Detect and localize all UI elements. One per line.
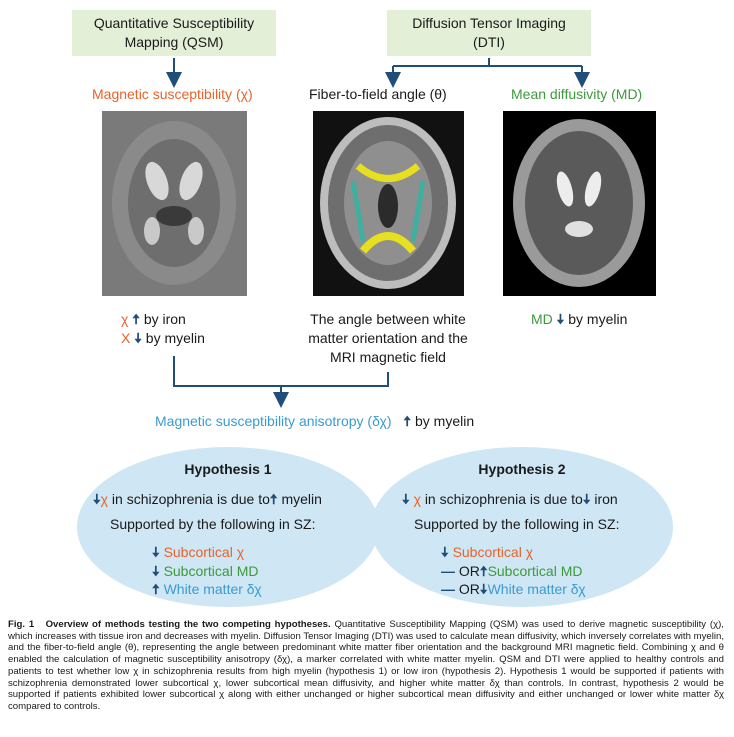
arrow-down-icon: 🠇 — [556, 311, 565, 327]
hypothesis-1-statement: 🠇χ in schizophrenia is due to🠅 myelin — [93, 490, 322, 508]
h2-chi: χ — [413, 491, 421, 507]
qsm-label: Magnetic susceptibility (χ) — [92, 86, 253, 102]
arrow-up-icon: 🠅 — [269, 491, 278, 507]
h2-item-1-text: Subcortical χ — [452, 544, 534, 560]
h2-line-mid: in schizophrenia is due to — [424, 491, 583, 507]
h2-supported: Supported by the following in SZ: — [414, 516, 620, 532]
h1-item-2-text: Subcortical MD — [163, 563, 259, 579]
h2-cause: iron — [594, 491, 618, 507]
anisotropy-line: Magnetic susceptibility anisotropy (δχ) … — [155, 412, 474, 430]
hypothesis-1-title: Hypothesis 1 — [184, 461, 272, 477]
chi-myelin-text: by myelin — [145, 330, 205, 346]
arrow-up-icon: 🠅 — [403, 413, 412, 429]
caption-fig: Fig. 1 — [8, 619, 35, 630]
h2-item-2-text: Subcortical MD — [487, 563, 583, 579]
arrow-down-icon: 🠇 — [402, 491, 410, 507]
dash-icon: — — [441, 563, 455, 579]
h1-item-3-text: White matter δχ — [163, 581, 262, 597]
qsm-box-text: Quantitative Susceptibility Mapping (QSM… — [93, 15, 255, 50]
qsm-brain-image — [102, 111, 247, 296]
h1-item-3: 🠅 White matter δχ — [152, 580, 262, 598]
arrow-up-icon: 🠅 — [132, 311, 140, 327]
figure-caption: Fig. 1 Overview of methods testing the t… — [8, 619, 724, 713]
arrow-down-icon: 🠇 — [134, 330, 142, 346]
arrow-up-icon: 🠅 — [479, 563, 488, 579]
arrow-down-icon: 🠇 — [441, 544, 449, 560]
arrow-down-icon: 🠇 — [152, 544, 160, 560]
h1-cause: myelin — [281, 491, 322, 507]
dti-box: Diffusion Tensor Imaging (DTI) — [387, 10, 591, 56]
dti-fiber-image — [313, 111, 464, 296]
fiber-label: Fiber-to-field angle (θ) — [309, 86, 447, 102]
angle-description: The angle between white matter orientati… — [308, 311, 468, 365]
md-label: Mean diffusivity (MD) — [511, 86, 643, 102]
arrow-down-icon: 🠇 — [93, 491, 101, 507]
qsm-box: Quantitative Susceptibility Mapping (QSM… — [72, 10, 276, 56]
md-myelin-line: MD 🠇 by myelin — [531, 310, 627, 328]
h2-item-3-text: White matter δχ — [487, 581, 586, 597]
arrow-down-icon: 🠇 — [152, 563, 160, 579]
h1-chi: χ — [100, 491, 109, 507]
arrow-up-icon: 🠅 — [152, 581, 160, 597]
h2-item-1: 🠇 Subcortical χ — [441, 543, 533, 561]
hypothesis-2-title: Hypothesis 2 — [478, 461, 566, 477]
hypothesis-1-ellipse — [77, 447, 379, 607]
h2-or-1: OR — [458, 563, 480, 579]
dti-box-text: Diffusion Tensor Imaging (DTI) — [412, 15, 566, 50]
h1-item-1-text: Subcortical χ — [163, 544, 245, 560]
arrow-down-icon: 🠇 — [479, 581, 488, 597]
caption-title: Overview of methods testing the two comp… — [45, 619, 331, 630]
h2-or-2: OR — [458, 581, 480, 597]
h2-item-3: — OR🠇White matter δχ — [441, 580, 586, 598]
anisotropy-by: by myelin — [414, 413, 475, 429]
md-symbol: MD — [531, 311, 553, 327]
h1-supported: Supported by the following in SZ: — [110, 516, 316, 532]
chi-iron-line: χ 🠅 by iron — [121, 310, 186, 328]
anisotropy-label: Magnetic susceptibility anisotropy (δχ) — [155, 413, 392, 429]
h1-item-1: 🠇 Subcortical χ — [152, 543, 244, 561]
chi-iron-text: by iron — [143, 311, 186, 327]
h1-item-2: 🠇 Subcortical MD — [152, 562, 258, 580]
h2-item-2: — OR🠅Subcortical MD — [441, 562, 582, 580]
chi-myelin-line: Χ 🠇 by myelin — [121, 329, 205, 347]
arrow-down-icon: 🠇 — [582, 491, 591, 507]
h1-line-mid: in schizophrenia is due to — [111, 491, 270, 507]
md-myelin-text: by myelin — [568, 311, 628, 327]
caption-body: Quantitative Susceptibility Mapping (QSM… — [8, 619, 724, 712]
hypothesis-2-statement: 🠇 χ in schizophrenia is due to🠇 iron — [402, 490, 618, 508]
dash-icon: — — [441, 581, 455, 597]
chi-symbol-2: Χ — [121, 330, 131, 346]
chi-symbol: χ — [121, 311, 129, 327]
md-brain-image — [503, 111, 656, 296]
hypothesis-2-ellipse — [371, 447, 673, 607]
